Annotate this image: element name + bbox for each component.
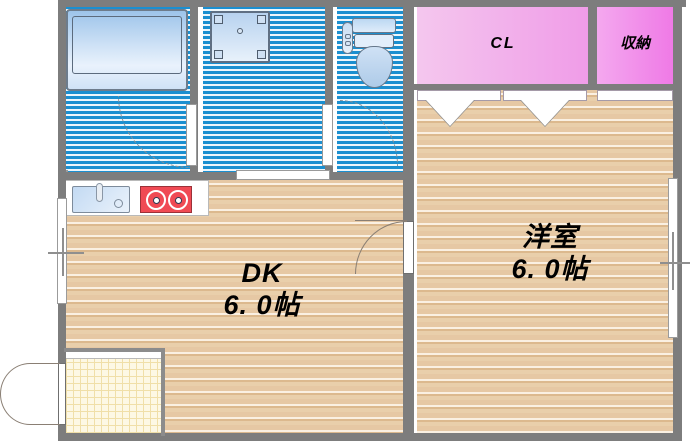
storage-label: 収納	[619, 35, 650, 52]
bedroom-label-area: 6. 0帖	[511, 253, 589, 284]
toilet-tank	[352, 18, 396, 33]
bedroom-floor	[417, 88, 673, 433]
wm-corner-br	[257, 50, 266, 59]
wall-genkan-top	[64, 348, 165, 352]
opening-bath-dk[interactable]	[66, 170, 68, 172]
wall-bath-washroom	[190, 0, 198, 178]
storage-floor	[596, 7, 673, 87]
wm-corner-tr	[257, 15, 266, 24]
bathtub	[66, 9, 188, 91]
wall-dk-bedroom	[403, 0, 414, 440]
closet-fold-marker-right	[521, 100, 569, 126]
wall-bath-left	[58, 0, 66, 178]
wall-outer-left-lower	[58, 178, 66, 440]
closet-cl-floor	[417, 7, 589, 87]
closet-fold-marker-left	[426, 100, 474, 126]
toilet-button-1	[345, 34, 351, 39]
stove-burner-right	[168, 190, 188, 210]
wm-corner-bl	[214, 50, 223, 59]
window-bedroom-mullion	[660, 262, 690, 264]
dk-label: DK 6. 0帖	[182, 258, 342, 322]
entrance-door-arc	[0, 363, 60, 425]
wall-closet-bottom	[403, 84, 682, 90]
wall-genkan-right	[161, 352, 165, 436]
storage-door-rail[interactable]	[597, 90, 673, 101]
sliding-door-washroom-dk[interactable]	[236, 170, 330, 180]
wall-wet-bottom	[58, 172, 410, 180]
sink-drain	[114, 199, 123, 208]
stove-burner-left	[146, 190, 166, 210]
toilet-button-2	[345, 41, 351, 46]
wall-closet-storage	[588, 0, 597, 89]
wall-outer-bottom	[58, 433, 682, 441]
toilet-bowl	[356, 46, 393, 88]
bedroom-label-name: 洋室	[522, 222, 578, 252]
window-dk-left-mullion	[48, 252, 84, 254]
window-bedroom-sash	[672, 232, 674, 290]
window-dk-left-sash	[62, 228, 64, 276]
bedroom-door-arc-line	[355, 220, 407, 222]
dk-label-area: 6. 0帖	[223, 289, 301, 320]
wall-outer-top	[58, 0, 686, 7]
dk-label-name: DK	[241, 258, 283, 288]
sliding-door-bath[interactable]	[186, 104, 197, 166]
kitchen-faucet	[96, 183, 103, 202]
wm-corner-tl	[214, 15, 223, 24]
wall-washroom-toilet	[325, 0, 333, 178]
wm-drain	[237, 28, 243, 34]
genkan-tile-floor	[66, 355, 162, 435]
bedroom-label: 洋室 6. 0帖	[470, 222, 630, 286]
closet-label: CL	[490, 35, 516, 52]
bathtub-rim	[72, 16, 182, 74]
sliding-door-washroom[interactable]	[322, 104, 333, 166]
